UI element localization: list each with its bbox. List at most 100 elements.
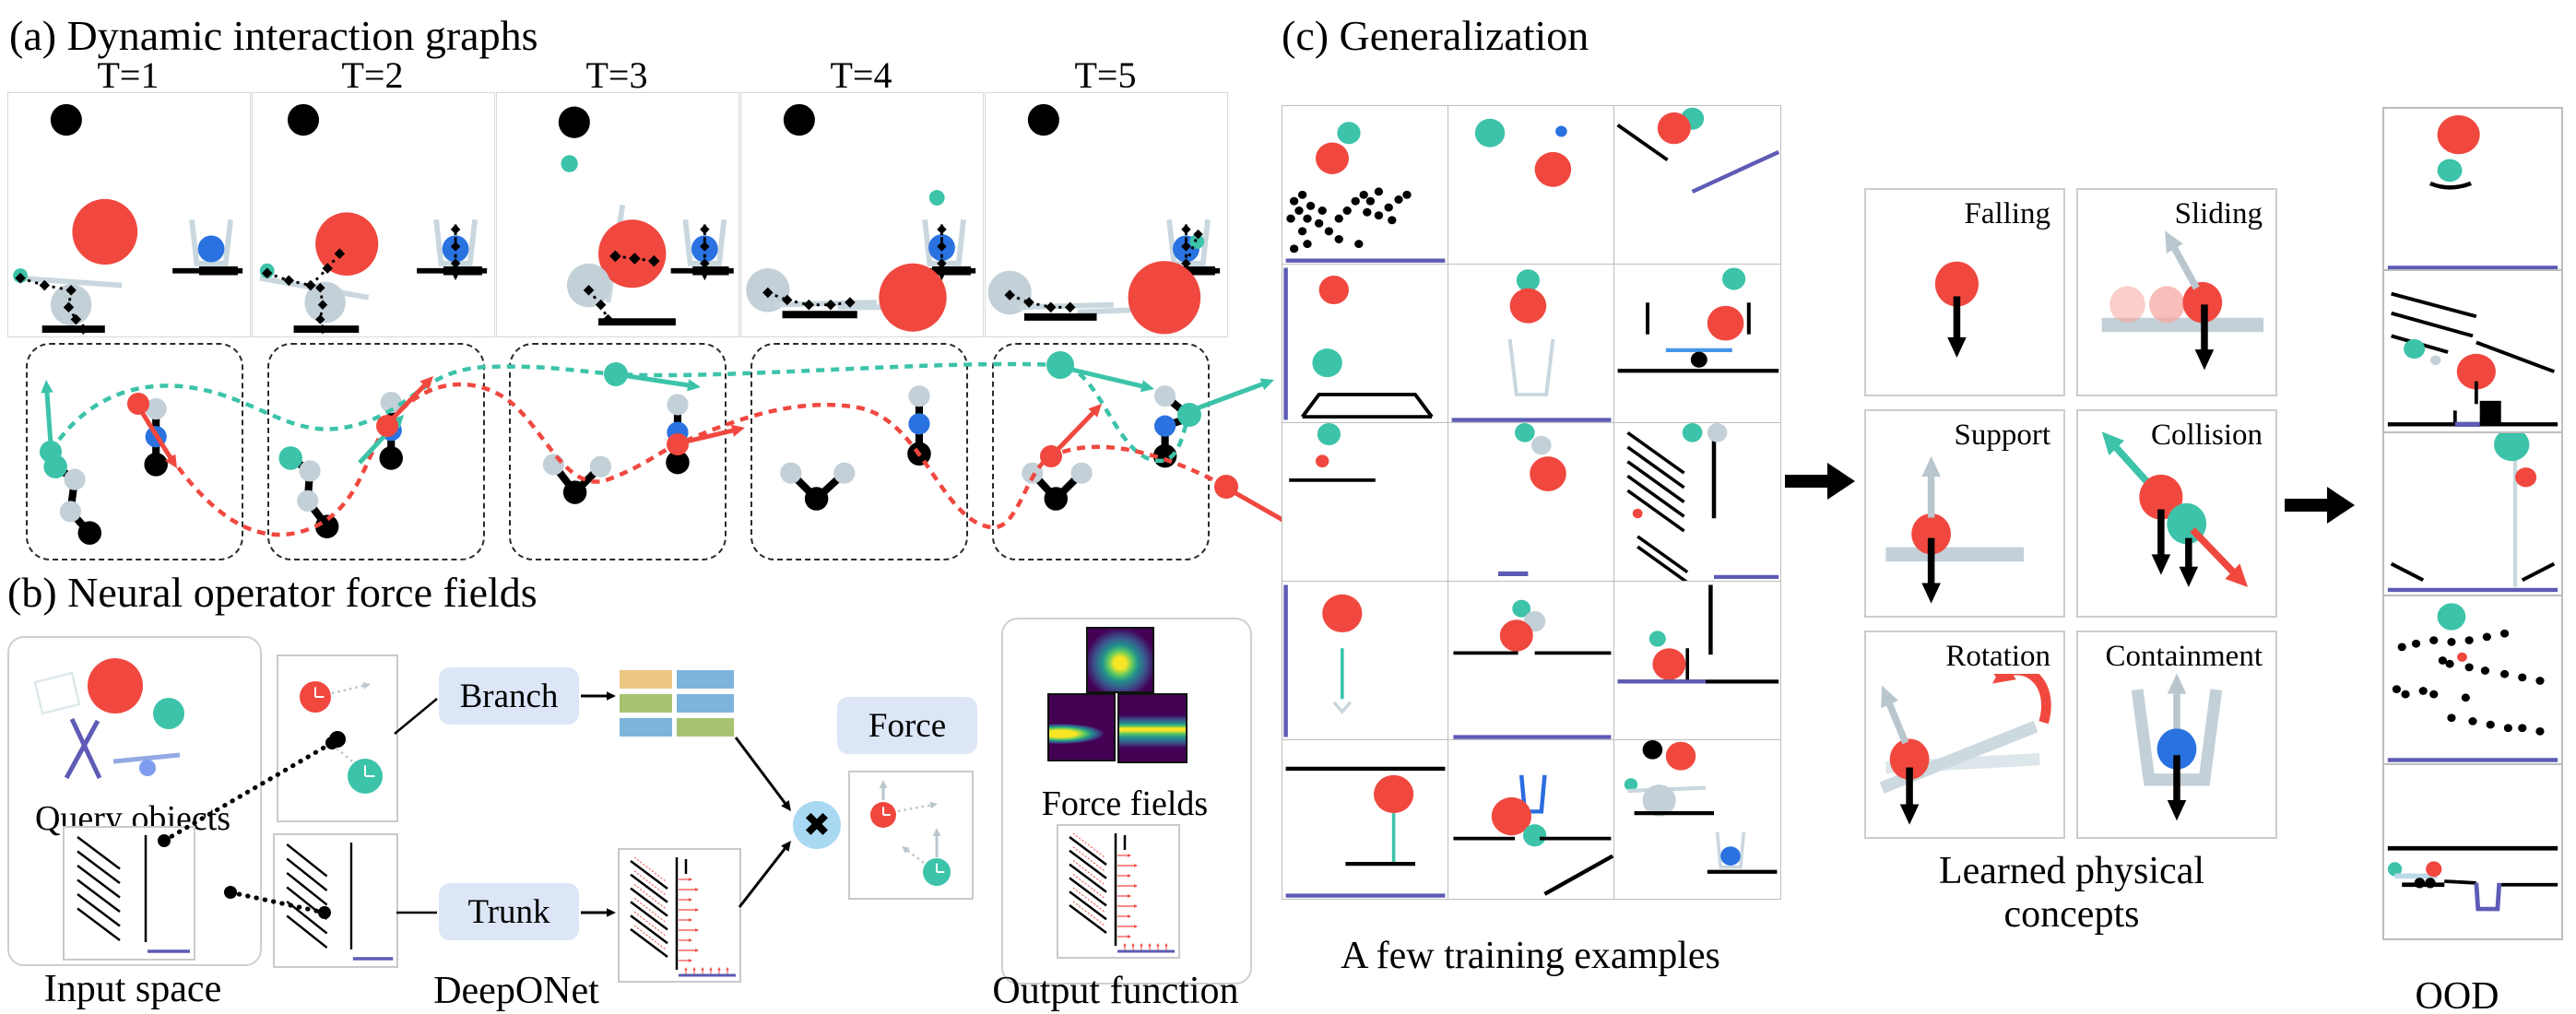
flow-arrow-1 bbox=[1785, 461, 1855, 501]
ood-scene-1 bbox=[2384, 109, 2561, 271]
query-pair-box bbox=[277, 654, 398, 822]
training-caption: A few training examples bbox=[1341, 935, 1720, 977]
concept-label-collision: Collision bbox=[2148, 419, 2264, 453]
training-cell-r3c1 bbox=[1282, 422, 1449, 583]
training-scene-r2c2 bbox=[1448, 265, 1614, 423]
flow-arrow-2-drawing bbox=[2285, 485, 2355, 525]
ood-caption: OOD templates bbox=[2415, 975, 2499, 1014]
sim-scene-t4 bbox=[741, 93, 983, 336]
ood-panel-2 bbox=[2382, 269, 2563, 433]
sim-scene-t2 bbox=[253, 93, 494, 336]
timestep-label-4: T=4 bbox=[830, 54, 892, 96]
training-scene-r1c1 bbox=[1282, 106, 1448, 265]
training-cell-r4c1 bbox=[1282, 581, 1449, 741]
trunk-output-field-thumbnail bbox=[618, 848, 741, 983]
force-field-heatmap-band-left bbox=[1047, 693, 1116, 761]
sim-panel-t3 bbox=[496, 92, 739, 337]
force-pair-box bbox=[848, 771, 974, 900]
section-a-title: (a) Dynamic interaction graphs bbox=[9, 12, 538, 59]
sim-panel-t4 bbox=[740, 92, 984, 337]
timestep-label-3: T=3 bbox=[585, 54, 648, 96]
training-scene-r1c2 bbox=[1448, 106, 1614, 265]
graph-scene-t2 bbox=[269, 345, 483, 559]
branch-bar-green-1 bbox=[620, 694, 672, 713]
timestep-label-1: T=1 bbox=[97, 54, 160, 96]
ood-panel-4 bbox=[2382, 595, 2563, 765]
flow-arrow-1-drawing bbox=[1785, 461, 1855, 501]
concept-scene-support bbox=[1866, 411, 2063, 616]
graph-box-t1 bbox=[26, 343, 243, 560]
force-field-heatmap-radial bbox=[1086, 627, 1154, 693]
training-scene-r3c3 bbox=[1614, 423, 1780, 582]
input-space-label: Input space bbox=[43, 968, 222, 1010]
training-scene-r2c3 bbox=[1614, 265, 1780, 423]
branch-bar-blue-3 bbox=[620, 718, 672, 737]
sim-panel-t5 bbox=[985, 92, 1228, 337]
training-cell-r1c1 bbox=[1282, 105, 1449, 265]
section-b-title: (b) Neural operator force fields bbox=[7, 569, 538, 616]
training-scene-r5c3 bbox=[1614, 740, 1780, 899]
training-scene-r3c2 bbox=[1448, 423, 1614, 582]
graph-scene-t1 bbox=[28, 345, 242, 559]
force-field-heatmap-band-full bbox=[1117, 693, 1188, 763]
graph-box-t4 bbox=[750, 343, 968, 560]
graph-scene-t5 bbox=[994, 345, 1208, 559]
training-cell-r4c3 bbox=[1613, 581, 1781, 741]
training-cell-r3c3 bbox=[1613, 422, 1781, 583]
concept-label-sliding: Sliding bbox=[2172, 197, 2264, 231]
ood-scene-5 bbox=[2384, 765, 2561, 938]
training-scene-r2c1 bbox=[1282, 265, 1448, 423]
section-c-title: (c) Generalization bbox=[1282, 12, 1589, 59]
training-scene-r4c3 bbox=[1614, 582, 1780, 740]
concept-scene-collision bbox=[2078, 411, 2275, 616]
concepts-caption: Learned physical concepts bbox=[1938, 850, 2205, 937]
ood-panel-5 bbox=[2382, 763, 2563, 940]
training-scene-r4c1 bbox=[1282, 582, 1448, 740]
training-cell-r5c2 bbox=[1448, 739, 1615, 900]
training-cell-r3c2 bbox=[1448, 422, 1615, 583]
sim-scene-t3 bbox=[497, 93, 739, 336]
timestep-label-2: T=2 bbox=[341, 54, 404, 96]
training-cell-r4c2 bbox=[1448, 581, 1615, 741]
input-wall-thumbnail bbox=[63, 826, 195, 961]
concept-scene-sliding bbox=[2078, 190, 2275, 395]
trunk-output-drawing bbox=[620, 850, 739, 981]
training-cell-r2c3 bbox=[1613, 264, 1781, 424]
training-scene-r1c3 bbox=[1614, 106, 1780, 265]
concept-panel-falling: Falling bbox=[1864, 188, 2065, 396]
concept-label-support: Support bbox=[1952, 419, 2052, 453]
ood-scene-4 bbox=[2384, 596, 2561, 765]
training-cell-r5c1 bbox=[1282, 739, 1449, 900]
training-scene-r5c1 bbox=[1282, 740, 1448, 899]
query-objects-scene bbox=[18, 647, 244, 790]
flow-arrow-2 bbox=[2285, 485, 2355, 525]
query-pair-drawing bbox=[278, 656, 396, 820]
graph-box-t3 bbox=[509, 343, 727, 560]
training-cell-r1c3 bbox=[1613, 105, 1781, 265]
graph-box-t5 bbox=[992, 343, 1210, 560]
concept-panel-support: Support bbox=[1864, 409, 2065, 618]
sim-panel-t2 bbox=[252, 92, 495, 337]
force-box: Force bbox=[837, 697, 977, 754]
training-cell-r5c3 bbox=[1613, 739, 1781, 900]
branch-box: Branch bbox=[439, 667, 579, 725]
branch-bar-blue-2 bbox=[677, 694, 734, 713]
concept-panel-sliding: Sliding bbox=[2076, 188, 2277, 396]
training-cell-r1c2 bbox=[1448, 105, 1615, 265]
force-fields-label: Force fields bbox=[1041, 784, 1209, 823]
training-scene-r3c1 bbox=[1282, 423, 1448, 582]
query-objects-drawing bbox=[18, 647, 244, 790]
output-space-label: Output function space bbox=[992, 970, 1239, 1014]
concept-label-rotation: Rotation bbox=[1944, 640, 2052, 674]
output-field-thumbnail bbox=[1057, 824, 1180, 959]
sim-panel-t1 bbox=[7, 92, 251, 337]
graph-scene-t4 bbox=[752, 345, 966, 559]
training-cell-r2c2 bbox=[1448, 264, 1615, 424]
trunk-box: Trunk bbox=[439, 883, 579, 940]
concept-scene-containment bbox=[2078, 632, 2275, 837]
branch-bar-orange bbox=[620, 670, 672, 689]
concept-label-containment: Containment bbox=[2103, 640, 2264, 674]
graph-scene-t3 bbox=[511, 345, 725, 559]
force-pair-drawing bbox=[850, 772, 972, 898]
